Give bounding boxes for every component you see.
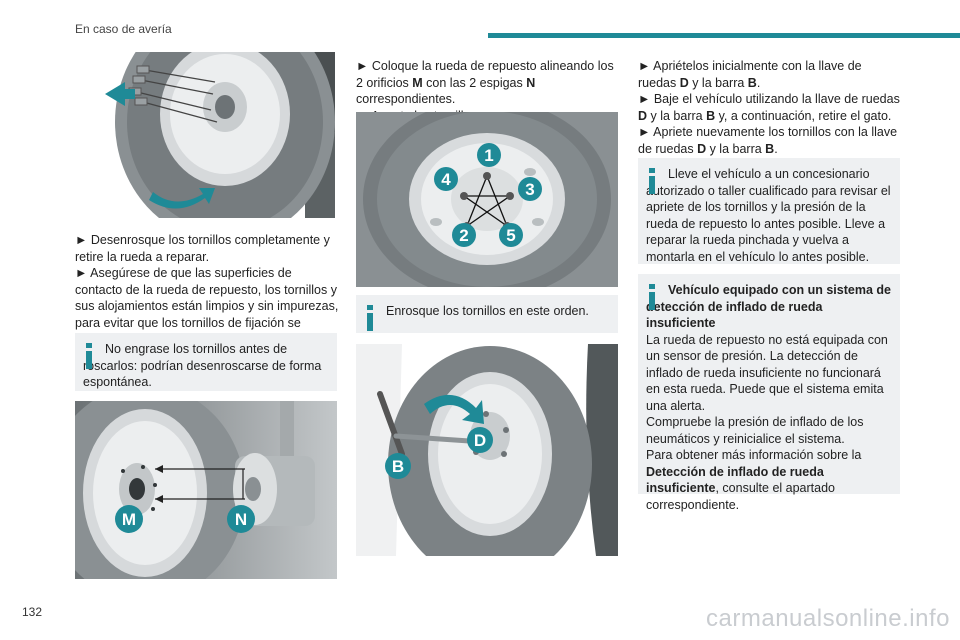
note-dealer-check-text: Lleve el vehículo a un concesionario aut… bbox=[646, 167, 891, 264]
col3-step1: ► Apriételos inicialmente con la llave d… bbox=[638, 59, 862, 90]
note-screw-order: Enrosque los tornillos en este orden. bbox=[356, 295, 618, 333]
order-label-3: 3 bbox=[525, 180, 534, 199]
note-underinflation-body: La rueda de repuesto no está equipada co… bbox=[646, 332, 888, 413]
section-title: En caso de avería bbox=[75, 22, 172, 36]
page-number: 132 bbox=[22, 605, 43, 619]
order-label-5: 5 bbox=[506, 226, 515, 245]
note-screw-order-text: Enrosque los tornillos en este orden. bbox=[386, 304, 589, 318]
info-icon bbox=[649, 168, 655, 194]
info-icon bbox=[649, 284, 655, 310]
note-underinflation: Vehículo equipado con un sistema de dete… bbox=[638, 274, 900, 512]
figure-wrench: D B bbox=[356, 344, 618, 556]
col1-step2: ► Asegúrese de que las superficies de co… bbox=[75, 266, 339, 346]
note-underinflation-body2: Compruebe la presión de inflado de los n… bbox=[646, 415, 864, 446]
note-no-grease-text: No engrase los tornillos antes de roscar… bbox=[83, 342, 322, 389]
order-label-4: 4 bbox=[441, 170, 451, 189]
order-label-2: 2 bbox=[459, 226, 468, 245]
label-b: B bbox=[392, 457, 404, 476]
info-icon bbox=[367, 305, 373, 331]
label-n: N bbox=[235, 510, 247, 529]
col1-step1: ► Desenrosque los tornillos completament… bbox=[75, 233, 330, 264]
label-m: M bbox=[122, 510, 136, 529]
figure-align-holes: M N bbox=[75, 401, 337, 579]
label-d: D bbox=[474, 431, 486, 450]
note-no-grease: No engrase los tornillos antes de roscar… bbox=[75, 333, 337, 391]
header-accent-bar bbox=[488, 33, 960, 38]
col3-step3: ► Apriete nuevamente los tornillos con l… bbox=[638, 125, 898, 156]
col2-step1: ► Coloque la rueda de repuesto alineando… bbox=[356, 59, 614, 106]
col3-step2: ► Baje el vehículo utilizando la llave d… bbox=[638, 92, 900, 123]
order-label-1: 1 bbox=[484, 146, 493, 165]
col1-steps: ► Desenrosque los tornillos completament… bbox=[75, 232, 340, 348]
col3-steps: ► Apriételos inicialmente con la llave d… bbox=[638, 58, 903, 157]
note-underinflation-body3: Para obtener más información sobre la De… bbox=[646, 448, 862, 512]
note-underinflation-title: Vehículo equipado con un sistema de dete… bbox=[646, 283, 891, 330]
figure-tighten-order: 1 2 3 4 5 bbox=[356, 112, 618, 287]
info-icon bbox=[86, 343, 92, 369]
figure-remove-wheel bbox=[75, 52, 335, 218]
note-dealer-check: Lleve el vehículo a un concesionario aut… bbox=[638, 158, 900, 264]
watermark: carmanualsonline.info bbox=[706, 605, 950, 632]
